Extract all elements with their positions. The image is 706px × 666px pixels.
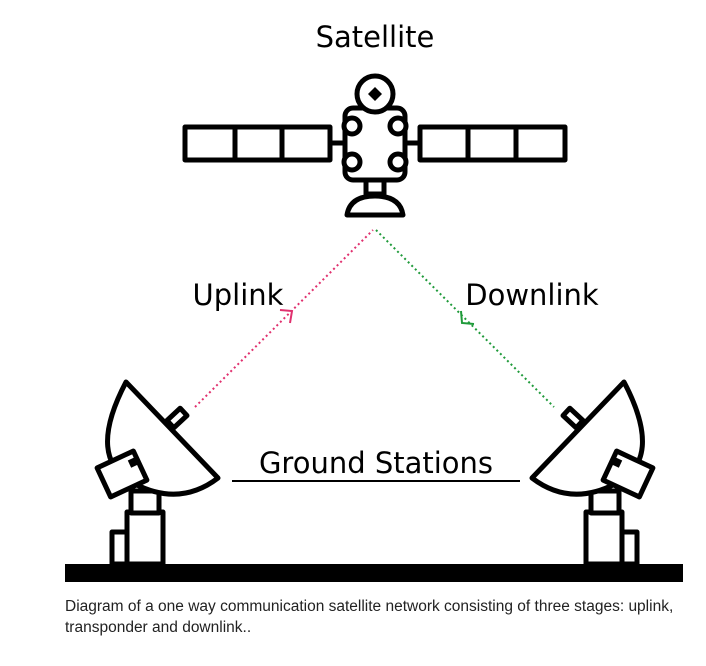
ground-stations-label: Ground Stations [259,446,493,480]
downlink-path [375,229,555,408]
uplink-arrow-icon [279,309,294,324]
ground-bar [65,564,683,582]
downlink-label: Downlink [465,278,599,312]
downlink-arrow-icon [460,310,475,325]
ground-station-dish-icon [94,379,221,567]
uplink-label: Uplink [193,278,284,312]
satellite-label: Satellite [316,20,435,54]
satellite-icon [182,73,568,218]
uplink-path [194,229,374,408]
ground-station-dish-icon [529,379,656,567]
diagram-caption: Diagram of a one way communication satel… [65,598,674,636]
